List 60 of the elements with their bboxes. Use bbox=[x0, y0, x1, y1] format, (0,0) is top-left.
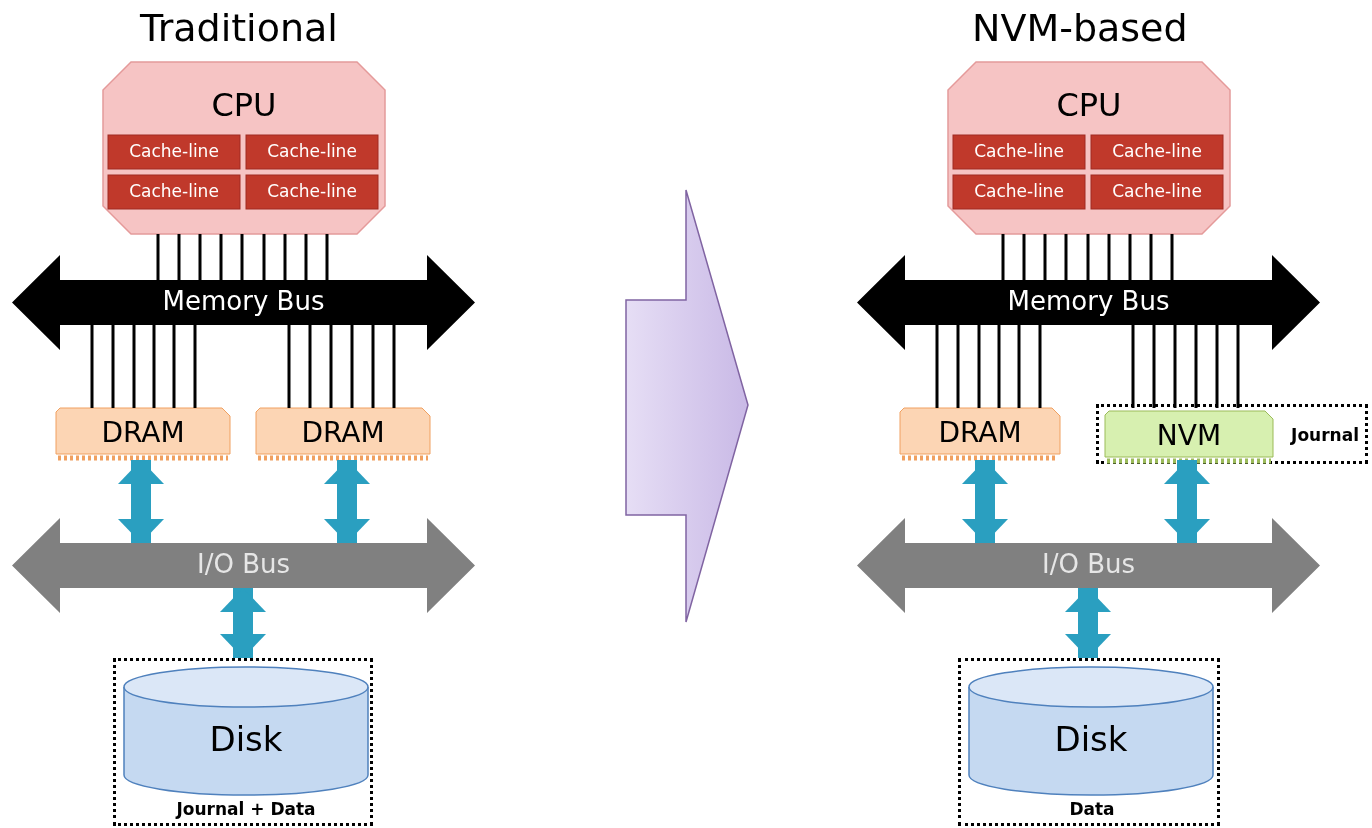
bus-wire bbox=[1131, 323, 1240, 410]
memory-bus-arrow bbox=[857, 255, 1320, 350]
node-label: DRAM bbox=[300, 418, 386, 449]
node-label: Cache-line bbox=[128, 142, 220, 161]
node-label: Memory Bus bbox=[161, 287, 326, 316]
cache-line-block bbox=[246, 135, 378, 169]
node-label: Cache-line bbox=[1111, 182, 1203, 201]
double-arrow bbox=[1164, 460, 1210, 543]
heading: NVM-based bbox=[972, 6, 1188, 50]
node-label: Cache-line bbox=[973, 142, 1065, 161]
node-label: Journal bbox=[1291, 426, 1359, 445]
cpu-chip bbox=[103, 62, 385, 234]
cache-line-block bbox=[1091, 175, 1223, 209]
memory-module bbox=[900, 408, 1060, 460]
double-arrow bbox=[118, 460, 164, 543]
double-arrow bbox=[1065, 588, 1111, 658]
node-label: Journal + Data bbox=[174, 800, 317, 819]
dashed-box bbox=[958, 658, 1220, 826]
bus-wire bbox=[90, 323, 197, 410]
io-bus-arrow bbox=[857, 518, 1320, 613]
node-label: Data bbox=[1068, 800, 1116, 819]
memory-module bbox=[1105, 411, 1273, 463]
node-label: Memory Bus bbox=[1006, 287, 1171, 316]
disk-cylinder bbox=[123, 667, 369, 795]
disk-cylinder bbox=[968, 667, 1214, 795]
dashed-box bbox=[1096, 404, 1368, 464]
cache-line-block bbox=[108, 135, 240, 169]
node-label: Cache-line bbox=[1111, 142, 1203, 161]
node-label: DRAM bbox=[937, 418, 1023, 449]
double-arrow bbox=[324, 460, 370, 543]
node-label: Cache-line bbox=[266, 142, 358, 161]
double-arrow bbox=[962, 460, 1008, 543]
cpu-chip bbox=[948, 62, 1230, 234]
node-label: Disk bbox=[208, 721, 284, 759]
dashed-box bbox=[113, 658, 373, 826]
double-arrow bbox=[220, 588, 266, 658]
cache-line-block bbox=[246, 175, 378, 209]
node-label: CPU bbox=[1055, 88, 1123, 124]
cache-line-block bbox=[953, 175, 1085, 209]
node-label: I/O Bus bbox=[1041, 550, 1136, 579]
cache-line-block bbox=[108, 175, 240, 209]
node-label: Cache-line bbox=[973, 182, 1065, 201]
io-bus-arrow bbox=[12, 518, 475, 613]
cache-line-block bbox=[953, 135, 1085, 169]
node-label: DRAM bbox=[100, 418, 186, 449]
cache-line-block bbox=[1091, 135, 1223, 169]
heading: Traditional bbox=[140, 6, 338, 50]
node-label: Cache-line bbox=[266, 182, 358, 201]
node-label: Disk bbox=[1053, 721, 1129, 759]
node-label: Cache-line bbox=[128, 182, 220, 201]
bus-wire bbox=[1001, 232, 1174, 282]
memory-module bbox=[56, 408, 230, 460]
node-label: NVM bbox=[1155, 421, 1223, 452]
bus-wire bbox=[156, 232, 329, 282]
memory-module bbox=[256, 408, 430, 460]
node-label: CPU bbox=[210, 88, 278, 124]
node-label: I/O Bus bbox=[196, 550, 291, 579]
memory-bus-arrow bbox=[12, 255, 475, 350]
bus-wire bbox=[287, 323, 396, 410]
bus-wire bbox=[935, 323, 1042, 410]
